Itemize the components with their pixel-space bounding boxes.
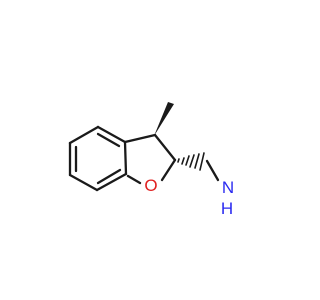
bond-ch2-n — [205, 159, 220, 182]
wedge-bond-methyl — [154, 102, 174, 136]
bond-c6-c5 — [68, 125, 100, 145]
bond-inner-c5-c4 — [96, 132, 121, 148]
bond-c3a-c7a — [95, 172, 128, 192]
bond-c5-c4 — [96, 125, 127, 144]
molecule-structure-diagram: O N H — [68, 102, 234, 218]
bond-c4-c3a — [123, 140, 128, 176]
nitrogen-atom-label: N — [222, 178, 234, 197]
bond-c4-c3 — [123, 133, 157, 144]
hashed-wedge-bond-ch2 — [177, 152, 205, 171]
bond-inner-c3a-c7a — [96, 168, 122, 185]
oxygen-atom-label: O — [144, 176, 157, 195]
bond-o-c3a — [126, 174, 142, 185]
amine-hydrogen-label: H — [221, 199, 233, 218]
bond-c7a-c7 — [68, 173, 99, 192]
bond-c2-o — [160, 158, 177, 182]
bond-c3-c2 — [153, 133, 177, 162]
